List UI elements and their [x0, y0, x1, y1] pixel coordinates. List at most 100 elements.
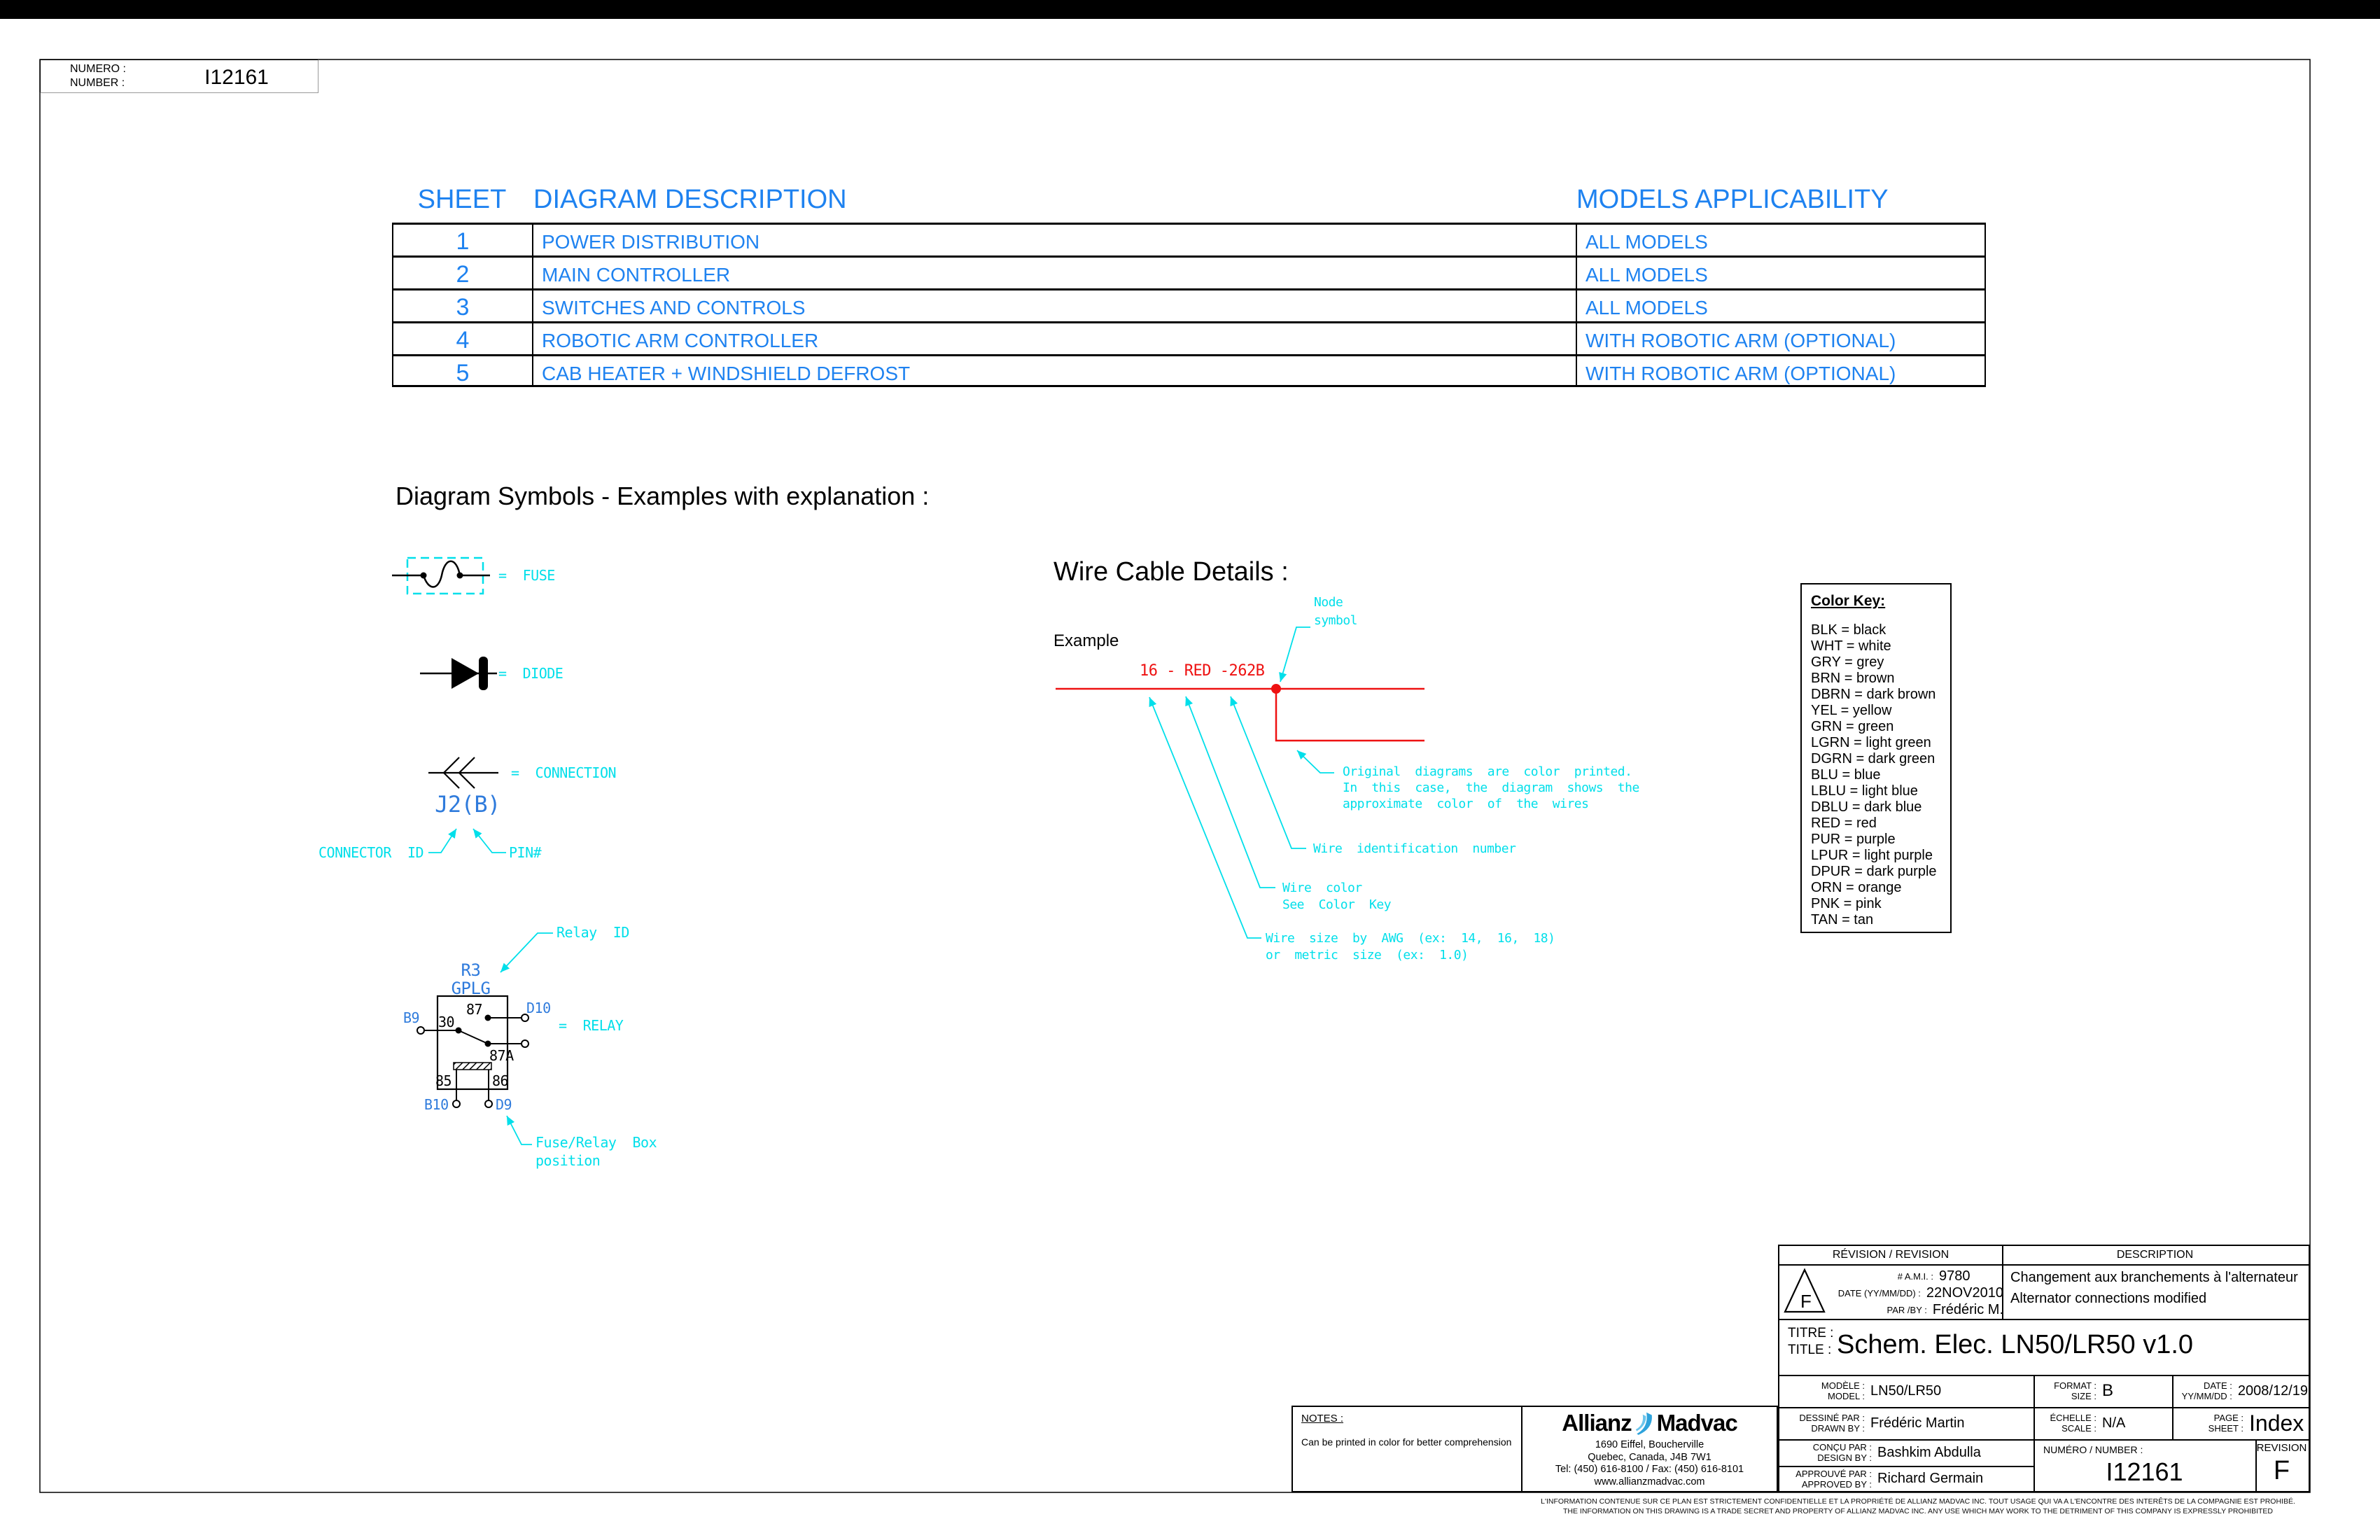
drawn-by-labels: DESSINÉ PAR :DRAWN BY :	[1781, 1413, 1865, 1434]
company-address-line2: Quebec, Canada, J4B 7W1	[1588, 1451, 1712, 1463]
design-by-value: Bashkim Abdulla	[1877, 1444, 1981, 1460]
model-labels: MODÈLE :MODEL :	[1781, 1380, 1865, 1401]
title-label-fr: TITRE :	[1788, 1326, 1834, 1340]
revision-letter-in-triangle: F	[1800, 1291, 1812, 1312]
page-labels: PAGE :SHEET :	[2174, 1413, 2244, 1434]
row-sheet-number: 1	[456, 228, 470, 255]
number-label-en: NUMBER :	[70, 77, 125, 89]
scale-label-fr: ÉCHELLE :	[2050, 1413, 2096, 1423]
color-key-entry: BRN = brown	[1811, 671, 1895, 686]
ami-row: # A.M.I. : 9780	[1828, 1268, 2003, 1284]
company-address-line3: Tel: (450) 616-8100 / Fax: (450) 616-810…	[1555, 1464, 1744, 1475]
design-by-cell: CONÇU PAR :DESIGN BY : Bashkim Abdulla	[1781, 1439, 2032, 1466]
company-name-right: Madvac	[1656, 1410, 1738, 1436]
revision-date-label: DATE (YY/MM/DD) :	[1837, 1287, 1921, 1298]
page-value: Index	[2249, 1410, 2304, 1436]
title-block-line	[1779, 1264, 2309, 1266]
wire-size-note-line2: or metric size (ex: 1.0)	[1266, 948, 1469, 962]
color-key-entry: PNK = pink	[1811, 896, 1882, 911]
row-description: CAB HEATER + WINDSHIELD DEFROST	[542, 363, 911, 384]
row-sheet-number: 4	[456, 327, 470, 354]
model-label-en: MODEL :	[1828, 1391, 1865, 1401]
fuse-relay-box-callout-line2: position	[536, 1152, 601, 1169]
table-row-line	[393, 255, 1984, 258]
notes-title: NOTES :	[1301, 1413, 1344, 1424]
wire-color-note-line2: See Color Key	[1282, 897, 1392, 912]
color-key-entry: DGRN = dark green	[1811, 751, 1935, 766]
revision-date-value: 22NOV2010	[1926, 1284, 2003, 1301]
revision-by-value: Frédéric M.	[1932, 1301, 2003, 1317]
relay-label: = RELAY	[559, 1017, 624, 1034]
color-key-entry: YEL = yellow	[1811, 703, 1892, 718]
title-block: RÉVISION / REVISION DESCRIPTION F # A.M.…	[1778, 1245, 2310, 1492]
date-label-fr: DATE :	[2203, 1380, 2232, 1391]
scale-value: N/A	[2102, 1415, 2126, 1431]
diode-label: = DIODE	[498, 665, 564, 682]
color-key-entry: GRN = green	[1811, 719, 1894, 734]
company-name-left: Allianz	[1562, 1410, 1632, 1436]
sheet-top-border-bar	[0, 0, 2380, 19]
index-header-models: MODELS APPLICABILITY	[1576, 185, 1889, 214]
ami-value: 9780	[1939, 1268, 1970, 1284]
relay-pin-b10: B10	[424, 1096, 449, 1113]
color-key-entry: LPUR = light purple	[1811, 848, 1933, 863]
scale-label-en: SCALE :	[2062, 1423, 2096, 1434]
number-label-fr: NUMERO :	[70, 63, 126, 75]
number-cell-label: NUMÉRO / NUMBER :	[2043, 1444, 2143, 1455]
revision-description-line1: Changement aux branchements à l'alternat…	[2010, 1270, 2298, 1285]
row-sheet-number: 3	[456, 294, 470, 321]
title-block-line	[2172, 1375, 2174, 1439]
title-block-line	[1779, 1466, 2033, 1467]
table-row-line	[393, 321, 1984, 323]
relay-pin-d9: D9	[496, 1096, 512, 1113]
row-description: POWER DISTRIBUTION	[542, 231, 760, 253]
row-sheet-number: 2	[456, 261, 470, 288]
color-key-box: Color Key: BLK = black WHT = white GRY =…	[1800, 583, 1952, 933]
connection-label: = CONNECTION	[511, 764, 617, 781]
relay-pin-d10: D10	[526, 1000, 551, 1016]
wire-details-heading: Wire Cable Details :	[1054, 557, 1289, 587]
date-labels: DATE :YY/MM/DD :	[2174, 1380, 2232, 1401]
row-description: SWITCHES AND CONTROLS	[542, 297, 806, 318]
model-value: LN50/LR50	[1870, 1382, 1942, 1399]
allianz-madvac-swoosh-icon	[1635, 1412, 1652, 1435]
title-block-line	[1779, 1319, 2309, 1320]
color-print-note-line2: In this case, the diagram shows the	[1343, 780, 1639, 795]
row-models: WITH ROBOTIC ARM (OPTIONAL)	[1586, 363, 1896, 384]
revision-description-line2: Alternator connections modified	[2010, 1291, 2207, 1306]
date-value: 2008/12/19	[2237, 1382, 2308, 1399]
row-models: WITH ROBOTIC ARM (OPTIONAL)	[1586, 330, 1896, 351]
revision-date-row: DATE (YY/MM/DD) : 22NOV2010	[1828, 1284, 2003, 1301]
index-header-description: DIAGRAM DESCRIPTION	[533, 185, 847, 214]
model-label-fr: MODÈLE :	[1821, 1380, 1865, 1391]
revision-by-row: PAR /BY : Frédéric M.	[1828, 1301, 2003, 1318]
wire-example-label: Example	[1054, 631, 1119, 650]
ami-label: # A.M.I. :	[1897, 1270, 1933, 1282]
table-col-line	[532, 225, 533, 385]
color-key-entry: PUR = purple	[1811, 832, 1896, 847]
fuse-relay-box-callout-line1: Fuse/Relay Box	[536, 1134, 657, 1151]
format-value: B	[2102, 1381, 2114, 1400]
color-key-entry: LBLU = light blue	[1811, 783, 1918, 799]
color-key-entry: WHT = white	[1811, 638, 1891, 654]
color-key-entry: TAN = tan	[1811, 912, 1874, 927]
drawing-title: Schem. Elec. LN50/LR50 v1.0	[1837, 1330, 2194, 1359]
approved-by-label-en: APPROVED BY :	[1801, 1478, 1872, 1490]
format-label-fr: FORMAT :	[2054, 1380, 2096, 1391]
revision-header: RÉVISION / REVISION	[1832, 1249, 1949, 1261]
wire-identification-note: Wire identification number	[1313, 841, 1516, 856]
design-by-label-fr: CONÇU PAR :	[1812, 1442, 1872, 1452]
table-col-line	[1576, 225, 1577, 385]
drawn-by-value: Frédéric Martin	[1870, 1415, 1965, 1431]
wire-id-text: 16 - RED -262B	[1140, 662, 1265, 680]
row-models: ALL MODELS	[1586, 297, 1708, 318]
sheet-index-table: 1 POWER DISTRIBUTION ALL MODELS 2 MAIN C…	[392, 223, 1986, 387]
color-key-title: Color Key:	[1811, 593, 1886, 609]
sheet-frame	[39, 59, 2311, 1493]
title-block-line	[1779, 1439, 2309, 1441]
relay-pin-85: 85	[435, 1072, 452, 1089]
row-models: ALL MODELS	[1586, 231, 1708, 253]
date-cell: DATE :YY/MM/DD : 2008/12/19	[2174, 1375, 2308, 1407]
row-models: ALL MODELS	[1586, 264, 1708, 286]
